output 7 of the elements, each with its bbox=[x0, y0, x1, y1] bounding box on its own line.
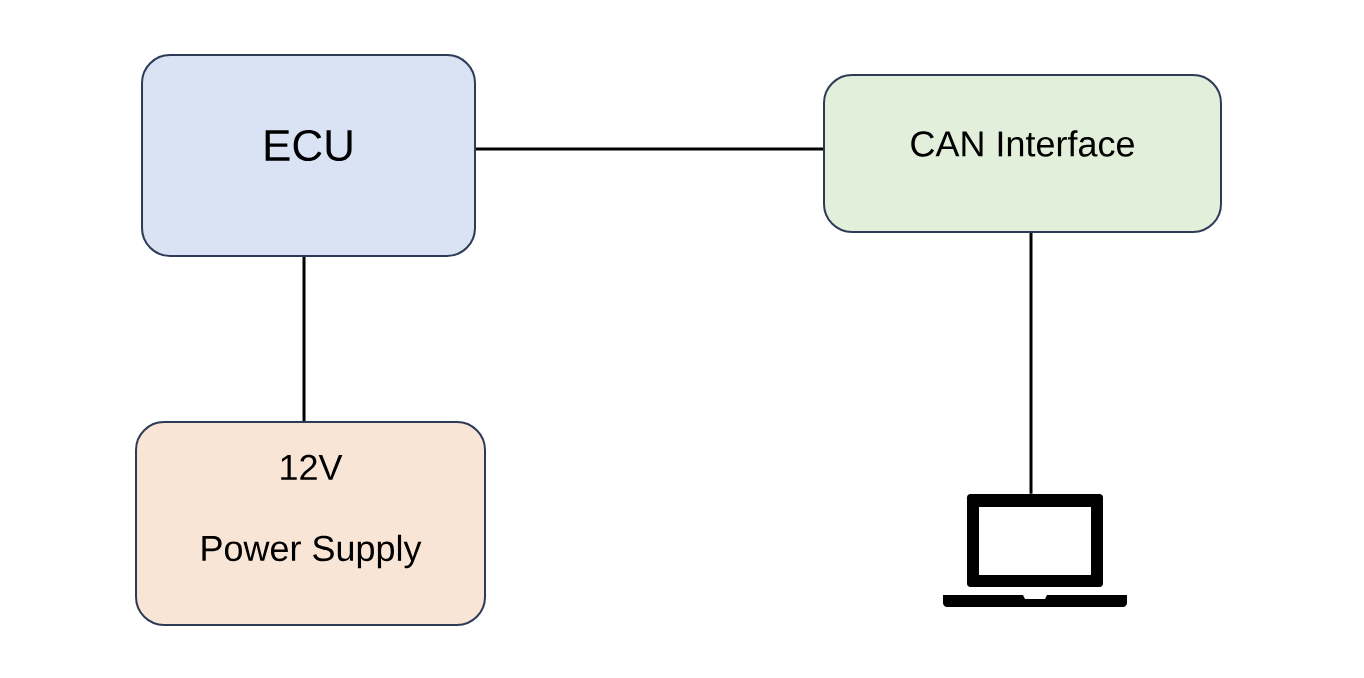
rounded-box: ECU bbox=[141, 54, 476, 257]
connector-line bbox=[476, 147, 823, 151]
laptop-icon bbox=[943, 494, 1127, 607]
connector-line bbox=[302, 257, 306, 421]
connector-line bbox=[1029, 233, 1033, 494]
rounded-box: 12V Power Supply bbox=[135, 421, 486, 626]
rounded-box: CAN Interface bbox=[823, 74, 1222, 233]
